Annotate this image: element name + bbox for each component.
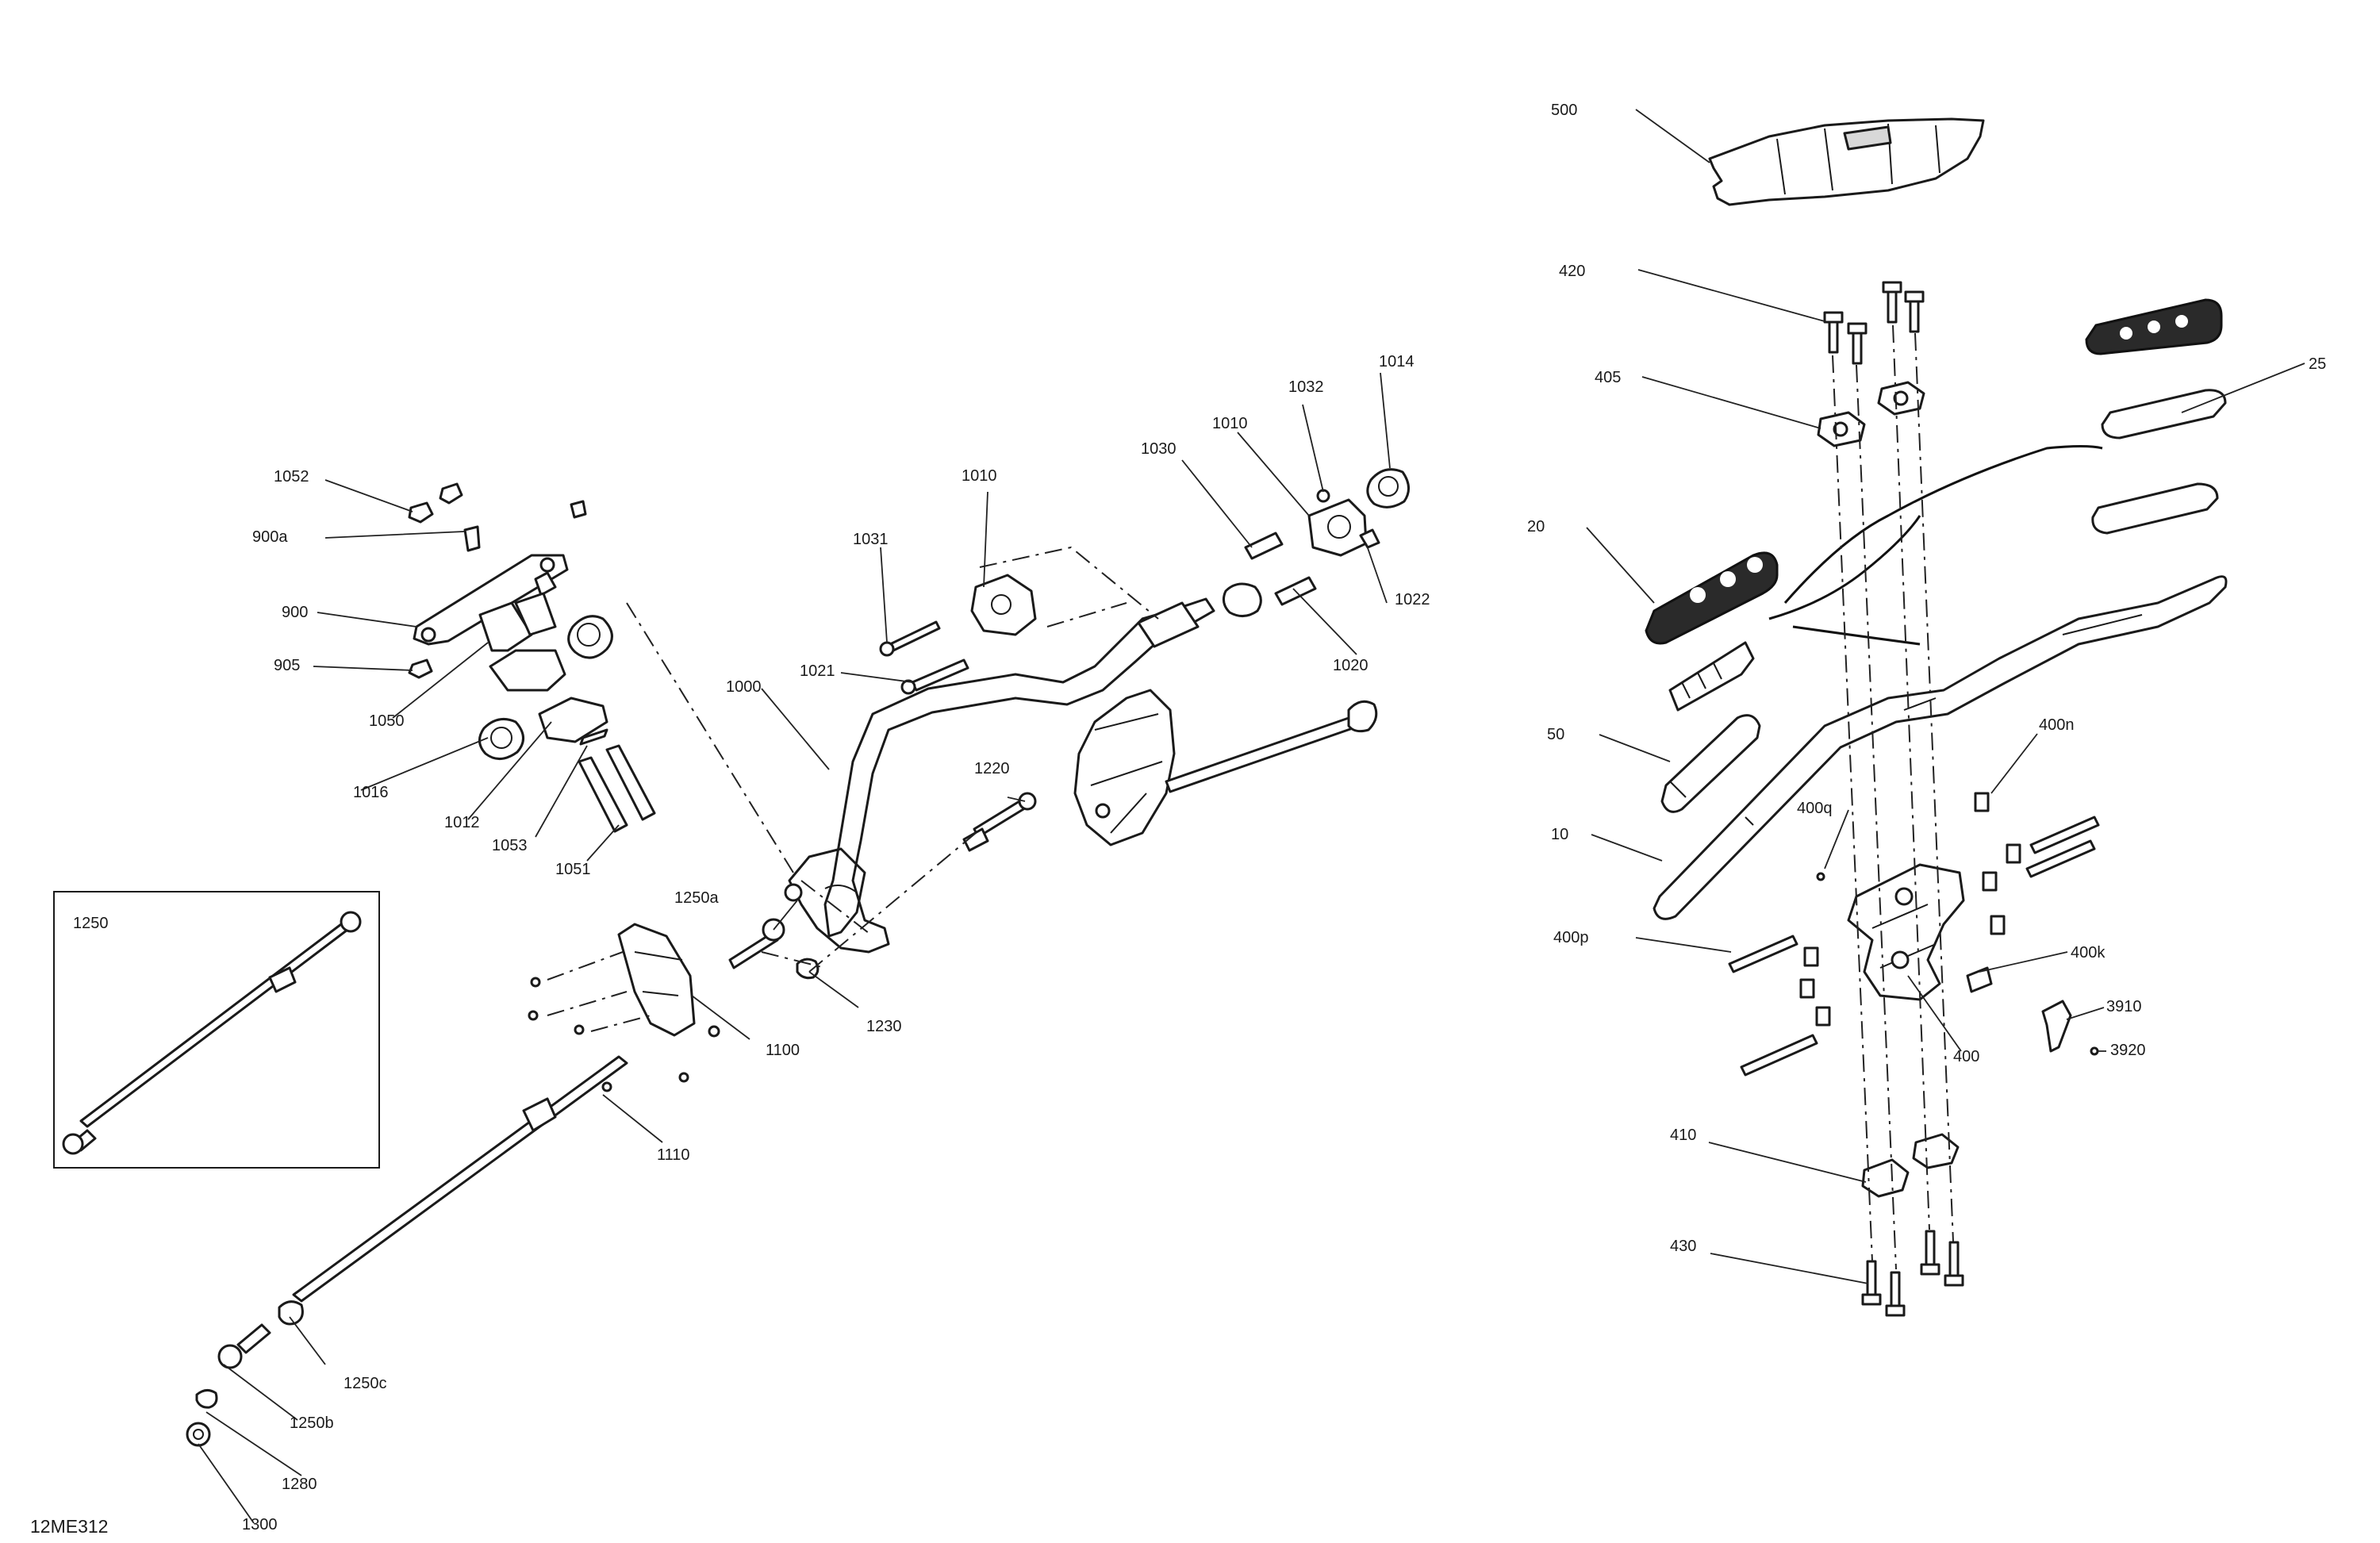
handlebar-pad-part	[1708, 117, 1985, 206]
handlebar-part	[1653, 445, 2228, 920]
callout-405: 405	[1595, 369, 1621, 386]
callout-1250b: 1250b	[290, 1414, 334, 1432]
column-clamp-right-part	[1222, 468, 1410, 617]
lower-clamps-part	[1861, 1133, 1964, 1317]
callout-1100: 1100	[766, 1042, 800, 1059]
callout-410: 410	[1670, 1127, 1696, 1144]
callout-400q: 400q	[1797, 800, 1833, 817]
callout-3920: 3920	[2110, 1042, 2146, 1059]
callout-1230: 1230	[866, 1018, 902, 1035]
inset-label: 1250	[73, 915, 109, 932]
callout-1021: 1021	[800, 662, 835, 680]
callout-1031: 1031	[853, 531, 889, 548]
callout-400n: 400n	[2039, 716, 2075, 734]
callout-420: 420	[1559, 263, 1585, 280]
callout-3910: 3910	[2106, 998, 2142, 1015]
steering-column-support-part	[478, 592, 656, 833]
callout-1051: 1051	[555, 861, 591, 878]
callout-1110: 1110	[657, 1146, 690, 1164]
lower-support-part	[528, 792, 1037, 1092]
callout-1280: 1280	[282, 1476, 317, 1493]
callout-1010-left: 1010	[962, 467, 997, 485]
callout-500: 500	[1551, 102, 1577, 119]
callout-20: 20	[1527, 518, 1545, 535]
callout-1052: 1052	[274, 468, 309, 486]
callout-1012: 1012	[444, 814, 480, 831]
callout-1050: 1050	[369, 712, 405, 730]
callout-905: 905	[274, 657, 300, 674]
callout-430: 430	[1670, 1238, 1696, 1255]
callout-10: 10	[1551, 826, 1568, 843]
callout-400: 400	[1953, 1048, 1979, 1065]
handlebar-riser-part	[1728, 792, 2100, 1077]
upper-mount-hardware-part	[408, 482, 587, 679]
callout-25: 25	[2309, 355, 2326, 373]
tie-rod-part	[186, 1055, 628, 1447]
inset-tie-rod-part	[53, 891, 380, 1169]
column-clamp-left-part	[879, 574, 1037, 695]
handlebar-assembly	[1645, 117, 2228, 1317]
callout-900: 900	[282, 604, 308, 621]
steering-column-part	[784, 597, 1215, 954]
callout-1016: 1016	[353, 784, 389, 801]
callout-1032: 1032	[1288, 378, 1324, 396]
callout-1250a: 1250a	[674, 889, 719, 907]
callout-1300: 1300	[242, 1516, 278, 1533]
callout-400p: 400p	[1553, 929, 1589, 946]
left-grip-part	[1645, 551, 1779, 712]
callout-1010-right: 1010	[1212, 415, 1248, 432]
right-grip-part	[2085, 298, 2227, 535]
callout-1220: 1220	[974, 760, 1010, 777]
callout-400k: 400k	[2071, 944, 2106, 961]
steering-assembly	[53, 468, 1410, 1447]
callout-1022: 1022	[1395, 591, 1430, 608]
drawing-reference-code: 12ME312	[30, 1516, 108, 1537]
callout-1020: 1020	[1333, 657, 1368, 674]
callout-1030: 1030	[1141, 440, 1177, 458]
callout-50: 50	[1547, 726, 1564, 743]
callout-1053: 1053	[492, 837, 528, 854]
callout-1014: 1014	[1379, 353, 1415, 370]
throttle-sleeve-part	[1660, 714, 1761, 813]
upper-clamp-bolts-part	[1817, 281, 1925, 447]
callout-layer: 500 420 405 25 20 50 10 400n 400q 400p 4…	[30, 102, 2326, 1537]
steering-arm-housing-part	[1073, 689, 1378, 846]
callout-900a: 900a	[252, 528, 288, 546]
callout-1000: 1000	[726, 678, 762, 696]
callout-1250c: 1250c	[344, 1375, 387, 1392]
